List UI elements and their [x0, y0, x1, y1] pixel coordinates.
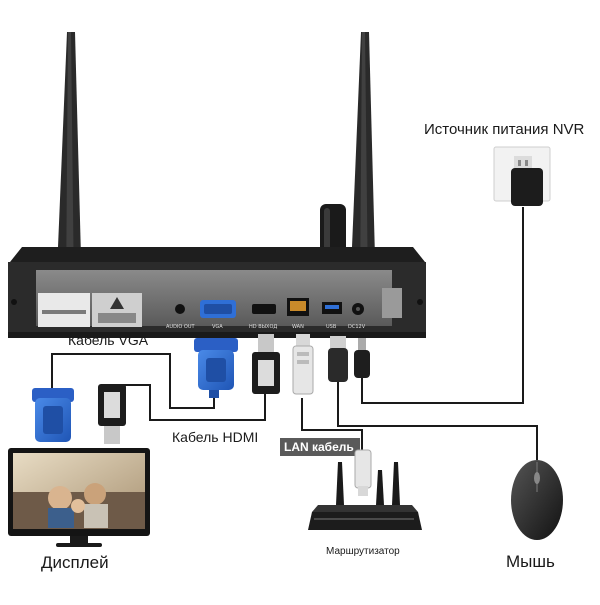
port-label-dc: DC12V	[348, 324, 366, 330]
usb-connector	[328, 336, 348, 382]
hdmi-cable-label: Кабель HDMI	[172, 429, 259, 445]
hdmi-connector-nvr	[252, 334, 280, 394]
display-monitor	[8, 448, 150, 547]
vga-cable-line	[51, 353, 215, 409]
router-label: Маршрутизатор	[326, 546, 400, 557]
usb-cable-line	[337, 380, 538, 460]
lan-connector-router	[354, 449, 372, 496]
lan-connector-nvr	[292, 334, 314, 395]
mouse	[511, 460, 563, 540]
lan-cable-label: LAN кабель	[284, 440, 354, 454]
hdmi-connector-display	[98, 384, 126, 444]
dc-connector	[354, 338, 370, 378]
vga-cable-label: Кабель VGA	[68, 332, 149, 348]
lan-cable-line	[301, 398, 363, 450]
mouse-label: Мышь	[506, 552, 555, 571]
cables	[51, 207, 538, 460]
power-cable-line	[361, 207, 524, 404]
audio-out-port	[175, 304, 185, 314]
hdmi-port	[252, 304, 276, 314]
port-label-vga: VGA	[212, 324, 223, 330]
hdmi-cable-line	[110, 384, 266, 421]
vga-connector-display	[32, 388, 74, 442]
power-adapter	[493, 146, 551, 206]
router	[308, 462, 422, 530]
port-label-hd-out: HD ВЫХОД	[249, 324, 277, 330]
lan-label-bg	[280, 438, 360, 456]
power-source-label: Источник питания NVR	[424, 121, 585, 138]
display-label: Дисплей	[41, 553, 109, 572]
nvr-recorder: AUDIO OUT VGA HD ВЫХОД WAN USB DC12V	[8, 247, 426, 338]
port-label-audio-out: AUDIO OUT	[166, 324, 196, 330]
port-label-wan: WAN	[292, 324, 304, 330]
port-label-usb: USB	[326, 324, 337, 330]
vga-connector-nvr	[194, 338, 238, 398]
